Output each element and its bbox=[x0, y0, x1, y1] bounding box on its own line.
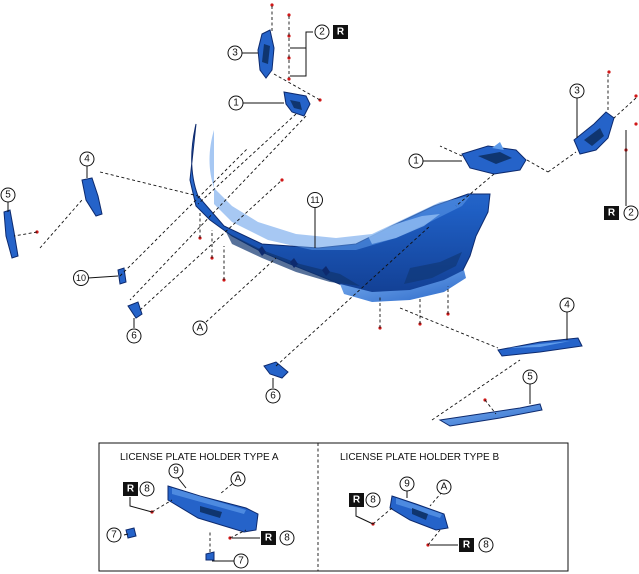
callout-4-left: 4 bbox=[79, 151, 95, 167]
svg-text:8: 8 bbox=[483, 540, 489, 551]
callout-7-type-a-1: 7 bbox=[106, 527, 122, 543]
callout-2-right: 2 bbox=[623, 205, 639, 221]
svg-text:R: R bbox=[608, 208, 616, 219]
callout-a-type-b: A bbox=[436, 479, 452, 495]
callout-8-type-a-1: 8 bbox=[139, 481, 155, 497]
svg-text:R: R bbox=[463, 540, 471, 551]
bracket-side-right bbox=[573, 111, 615, 155]
bracket-side-left bbox=[257, 29, 275, 79]
callout-8-type-b-2: 8 bbox=[478, 537, 494, 553]
svg-text:R: R bbox=[127, 484, 135, 495]
r-badge-upper-left: R bbox=[333, 25, 348, 39]
clip-bottom bbox=[117, 267, 127, 285]
svg-text:6: 6 bbox=[270, 391, 276, 402]
svg-text:4: 4 bbox=[84, 154, 90, 165]
svg-text:R: R bbox=[265, 533, 273, 544]
callout-1-upper-right: 1 bbox=[408, 153, 424, 169]
callout-a-type-a: A bbox=[230, 471, 246, 487]
front-bumper bbox=[189, 123, 491, 302]
bracket-upper-right bbox=[461, 142, 527, 175]
callout-8-type-b-1: 8 bbox=[365, 492, 381, 508]
garnish-right bbox=[497, 337, 583, 357]
svg-text:8: 8 bbox=[370, 495, 376, 506]
r-badge-right: R bbox=[604, 206, 619, 220]
svg-text:A: A bbox=[197, 323, 204, 334]
clip-center bbox=[263, 361, 289, 379]
garnish-left bbox=[81, 177, 103, 217]
svg-text:A: A bbox=[235, 474, 242, 485]
svg-text:A: A bbox=[441, 482, 448, 493]
svg-text:9: 9 bbox=[404, 479, 410, 490]
svg-text:9: 9 bbox=[173, 466, 179, 477]
callout-3-right: 3 bbox=[569, 83, 585, 99]
svg-text:4: 4 bbox=[564, 300, 570, 311]
callout-2-upper-left: 2 bbox=[314, 24, 330, 40]
callout-3-left: 3 bbox=[227, 45, 243, 61]
svg-text:7: 7 bbox=[111, 530, 117, 541]
callout-10: 10 bbox=[73, 270, 89, 286]
svg-text:R: R bbox=[337, 27, 345, 38]
leader-lines bbox=[7, 6, 637, 421]
r-badge-type-b-2: R bbox=[459, 538, 474, 552]
svg-text:6: 6 bbox=[131, 331, 137, 342]
svg-text:8: 8 bbox=[284, 533, 290, 544]
r-badge-type-b-1: R bbox=[349, 493, 364, 507]
callout-5-right: 5 bbox=[522, 369, 538, 385]
callout-7-type-a-2: 7 bbox=[233, 553, 249, 569]
svg-text:3: 3 bbox=[232, 48, 238, 59]
license-plate-inset: LICENSE PLATE HOLDER TYPE A LICENSE PLAT… bbox=[98, 442, 569, 572]
svg-text:8: 8 bbox=[144, 484, 150, 495]
svg-text:2: 2 bbox=[628, 208, 634, 219]
svg-text:5: 5 bbox=[527, 372, 533, 383]
inset-title-type-b: LICENSE PLATE HOLDER TYPE B bbox=[340, 452, 499, 463]
callout-6-left: 6 bbox=[126, 328, 142, 344]
callout-1-upper-left: 1 bbox=[228, 95, 244, 111]
callout-a-main: A bbox=[192, 320, 208, 336]
svg-text:3: 3 bbox=[574, 86, 580, 97]
svg-text:R: R bbox=[353, 495, 361, 506]
r-badge-type-a-2: R bbox=[261, 531, 276, 545]
callout-4-right: 4 bbox=[559, 297, 575, 313]
clip-left bbox=[127, 301, 143, 319]
callout-6-center: 6 bbox=[265, 388, 281, 404]
inset-title-type-a: LICENSE PLATE HOLDER TYPE A bbox=[120, 452, 279, 463]
bracket-upper-left bbox=[283, 91, 311, 117]
svg-text:7: 7 bbox=[238, 556, 244, 567]
svg-text:1: 1 bbox=[413, 156, 419, 167]
trim-left bbox=[3, 209, 19, 259]
svg-text:5: 5 bbox=[5, 190, 11, 201]
svg-text:1: 1 bbox=[233, 98, 239, 109]
plate-holder-type-a bbox=[123, 477, 260, 562]
trim-right bbox=[438, 403, 543, 427]
callout-9-type-a: 9 bbox=[168, 463, 184, 479]
svg-text:11: 11 bbox=[310, 195, 319, 205]
callout-5-left: 5 bbox=[0, 187, 16, 203]
r-badge-type-a-1: R bbox=[123, 482, 138, 496]
svg-text:10: 10 bbox=[76, 273, 86, 283]
svg-text:2: 2 bbox=[319, 27, 325, 38]
callout-8-type-a-2: 8 bbox=[279, 530, 295, 546]
fasteners bbox=[35, 3, 638, 402]
callout-11: 11 bbox=[307, 192, 323, 208]
plate-holder-type-b bbox=[355, 491, 458, 547]
callout-9-type-b: 9 bbox=[399, 476, 415, 492]
